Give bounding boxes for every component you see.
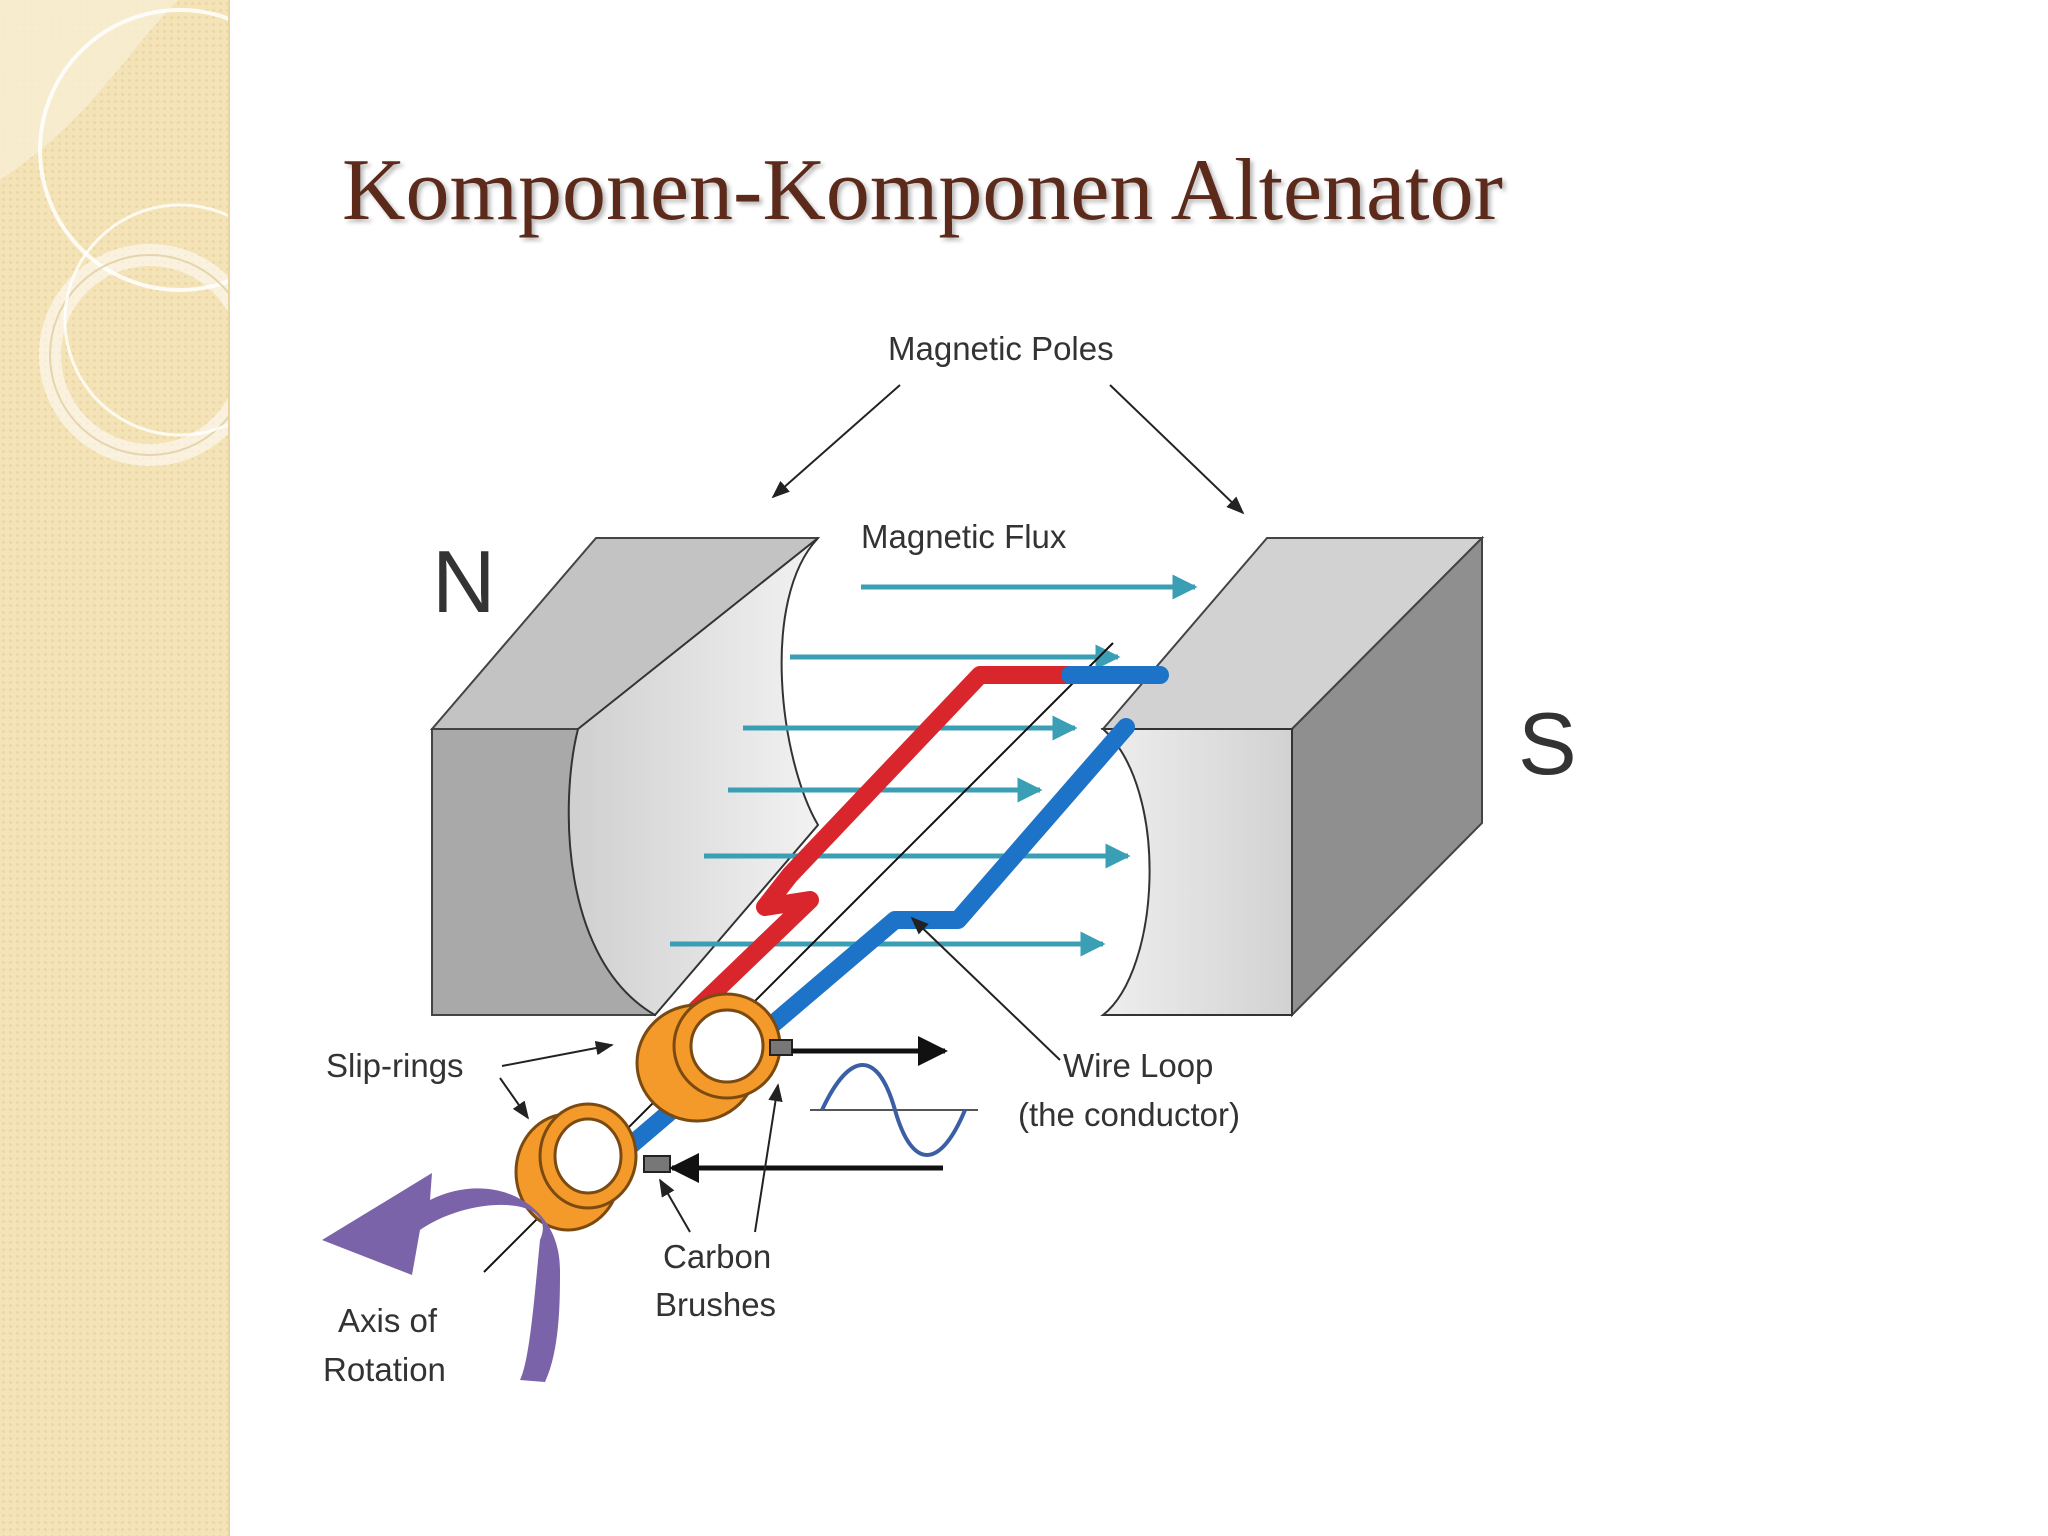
flux-arrows [670,574,1198,957]
carbon-brushes-label-line2: Brushes [655,1286,776,1323]
axis-label-line1: Axis of [338,1302,438,1339]
slip-rings-arrow-lower [499,1077,530,1120]
wire-loop-label-line1: Wire Loop [1063,1047,1213,1084]
north-label: N [432,532,496,631]
wire-red [647,666,1079,1057]
decorative-circles [0,0,228,466]
slip-ring-upper [635,992,782,1123]
south-pole-face [1100,728,1293,1016]
south-label: S [1518,694,1577,793]
south-magnet [1100,535,1485,1018]
rotation-arrow-icon [322,1173,560,1382]
decorative-side-panel [0,0,230,1536]
carbon-brush-upper [769,1039,793,1056]
carbon-brushes-arrow-lower [659,1178,691,1233]
north-magnet [429,537,821,1017]
magnetic-flux-label: Magnetic Flux [861,518,1067,555]
sine-wave [820,1063,967,1157]
wire-loop-arrow [910,916,1061,1061]
alternator-diagram: Magnetic Poles N S Magnetic Flux [322,330,1577,1388]
magnetic-poles-label: Magnetic Poles [888,330,1114,367]
slip-ring-lower [514,1102,638,1232]
poles-arrow-left [771,384,901,499]
slip-rings-arrow-upper [501,1040,614,1067]
poles-arrow-right [1109,384,1245,515]
carbon-brushes-arrow-upper [754,1083,783,1233]
axis-label-line2: Rotation [323,1351,446,1388]
carbon-brush-lower [643,1155,671,1173]
slide-title: Komponen-Komponen Altenator [342,142,1503,239]
north-pole-face [567,537,820,1017]
wire-loop-label-line2: (the conductor) [1018,1096,1240,1133]
carbon-brushes-label-line1: Carbon [663,1238,771,1275]
slip-rings-label: Slip-rings [326,1047,464,1084]
